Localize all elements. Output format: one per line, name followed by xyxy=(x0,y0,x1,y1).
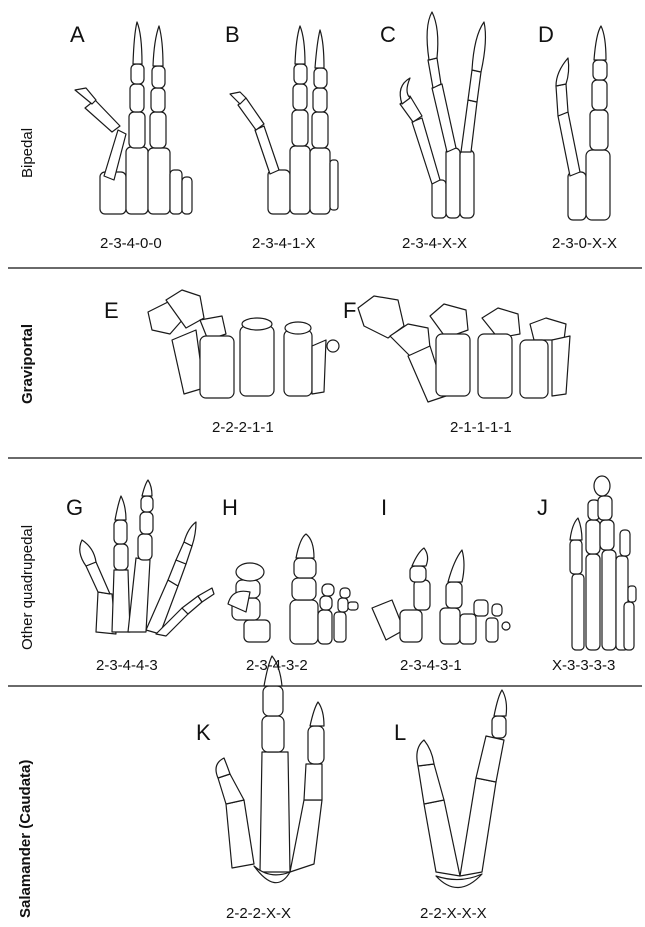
panel-letter: D xyxy=(538,24,554,46)
hand-illustration-a xyxy=(75,22,192,214)
phalangeal-formula: 2-3-4-X-X xyxy=(402,236,467,251)
panel-letter: K xyxy=(196,722,211,744)
hand-illustration-l xyxy=(417,690,507,888)
hand-illustration-h xyxy=(228,534,358,644)
phalangeal-formula: 2-2-2-1-1 xyxy=(212,420,274,435)
panel-letter: E xyxy=(104,300,119,322)
hand-illustration-b xyxy=(230,26,338,214)
phalangeal-formula: 2-1-1-1-1 xyxy=(450,420,512,435)
phalangeal-formula: 2-3-4-0-0 xyxy=(100,236,162,251)
panel-letter: H xyxy=(222,497,238,519)
panel-letter: B xyxy=(225,24,240,46)
phalangeal-formula: 2-3-4-1-X xyxy=(252,236,315,251)
hand-illustration-g xyxy=(80,480,214,636)
phalangeal-formula: 2-3-4-3-2 xyxy=(246,658,308,673)
panel-letter: F xyxy=(343,300,356,322)
phalangeal-formula: 2-2-X-X-X xyxy=(420,906,487,921)
hand-illustration-d xyxy=(556,26,610,220)
panel-letter: A xyxy=(70,24,85,46)
hand-illustration-k xyxy=(216,656,324,883)
hand-illustration-e xyxy=(148,290,339,398)
phalangeal-formula: 2-3-4-4-3 xyxy=(96,658,158,673)
row-label-graviportal: Graviportal xyxy=(20,324,35,404)
phalangeal-formula: 2-2-2-X-X xyxy=(226,906,291,921)
phalangeal-formula: 2-3-4-3-1 xyxy=(400,658,462,673)
panel-letter: I xyxy=(381,497,387,519)
hand-illustration-f xyxy=(358,296,570,402)
phalangeal-formula: X-3-3-3-3 xyxy=(552,658,615,673)
panel-letter: C xyxy=(380,24,396,46)
panel-letter: J xyxy=(537,497,548,519)
hand-illustration-j xyxy=(570,476,636,650)
row-label-salamander: Salamander (Caudata) xyxy=(18,760,33,918)
panel-letter: L xyxy=(394,722,406,744)
hand-illustration-i xyxy=(372,548,510,644)
panel-letter: G xyxy=(66,497,83,519)
hand-illustration-c xyxy=(400,12,485,218)
row-label-bipedal: Bipedal xyxy=(20,128,35,178)
row-label-other-quadrupedal: Other quadrupedal xyxy=(20,525,35,650)
phalangeal-formula: 2-3-0-X-X xyxy=(552,236,617,251)
